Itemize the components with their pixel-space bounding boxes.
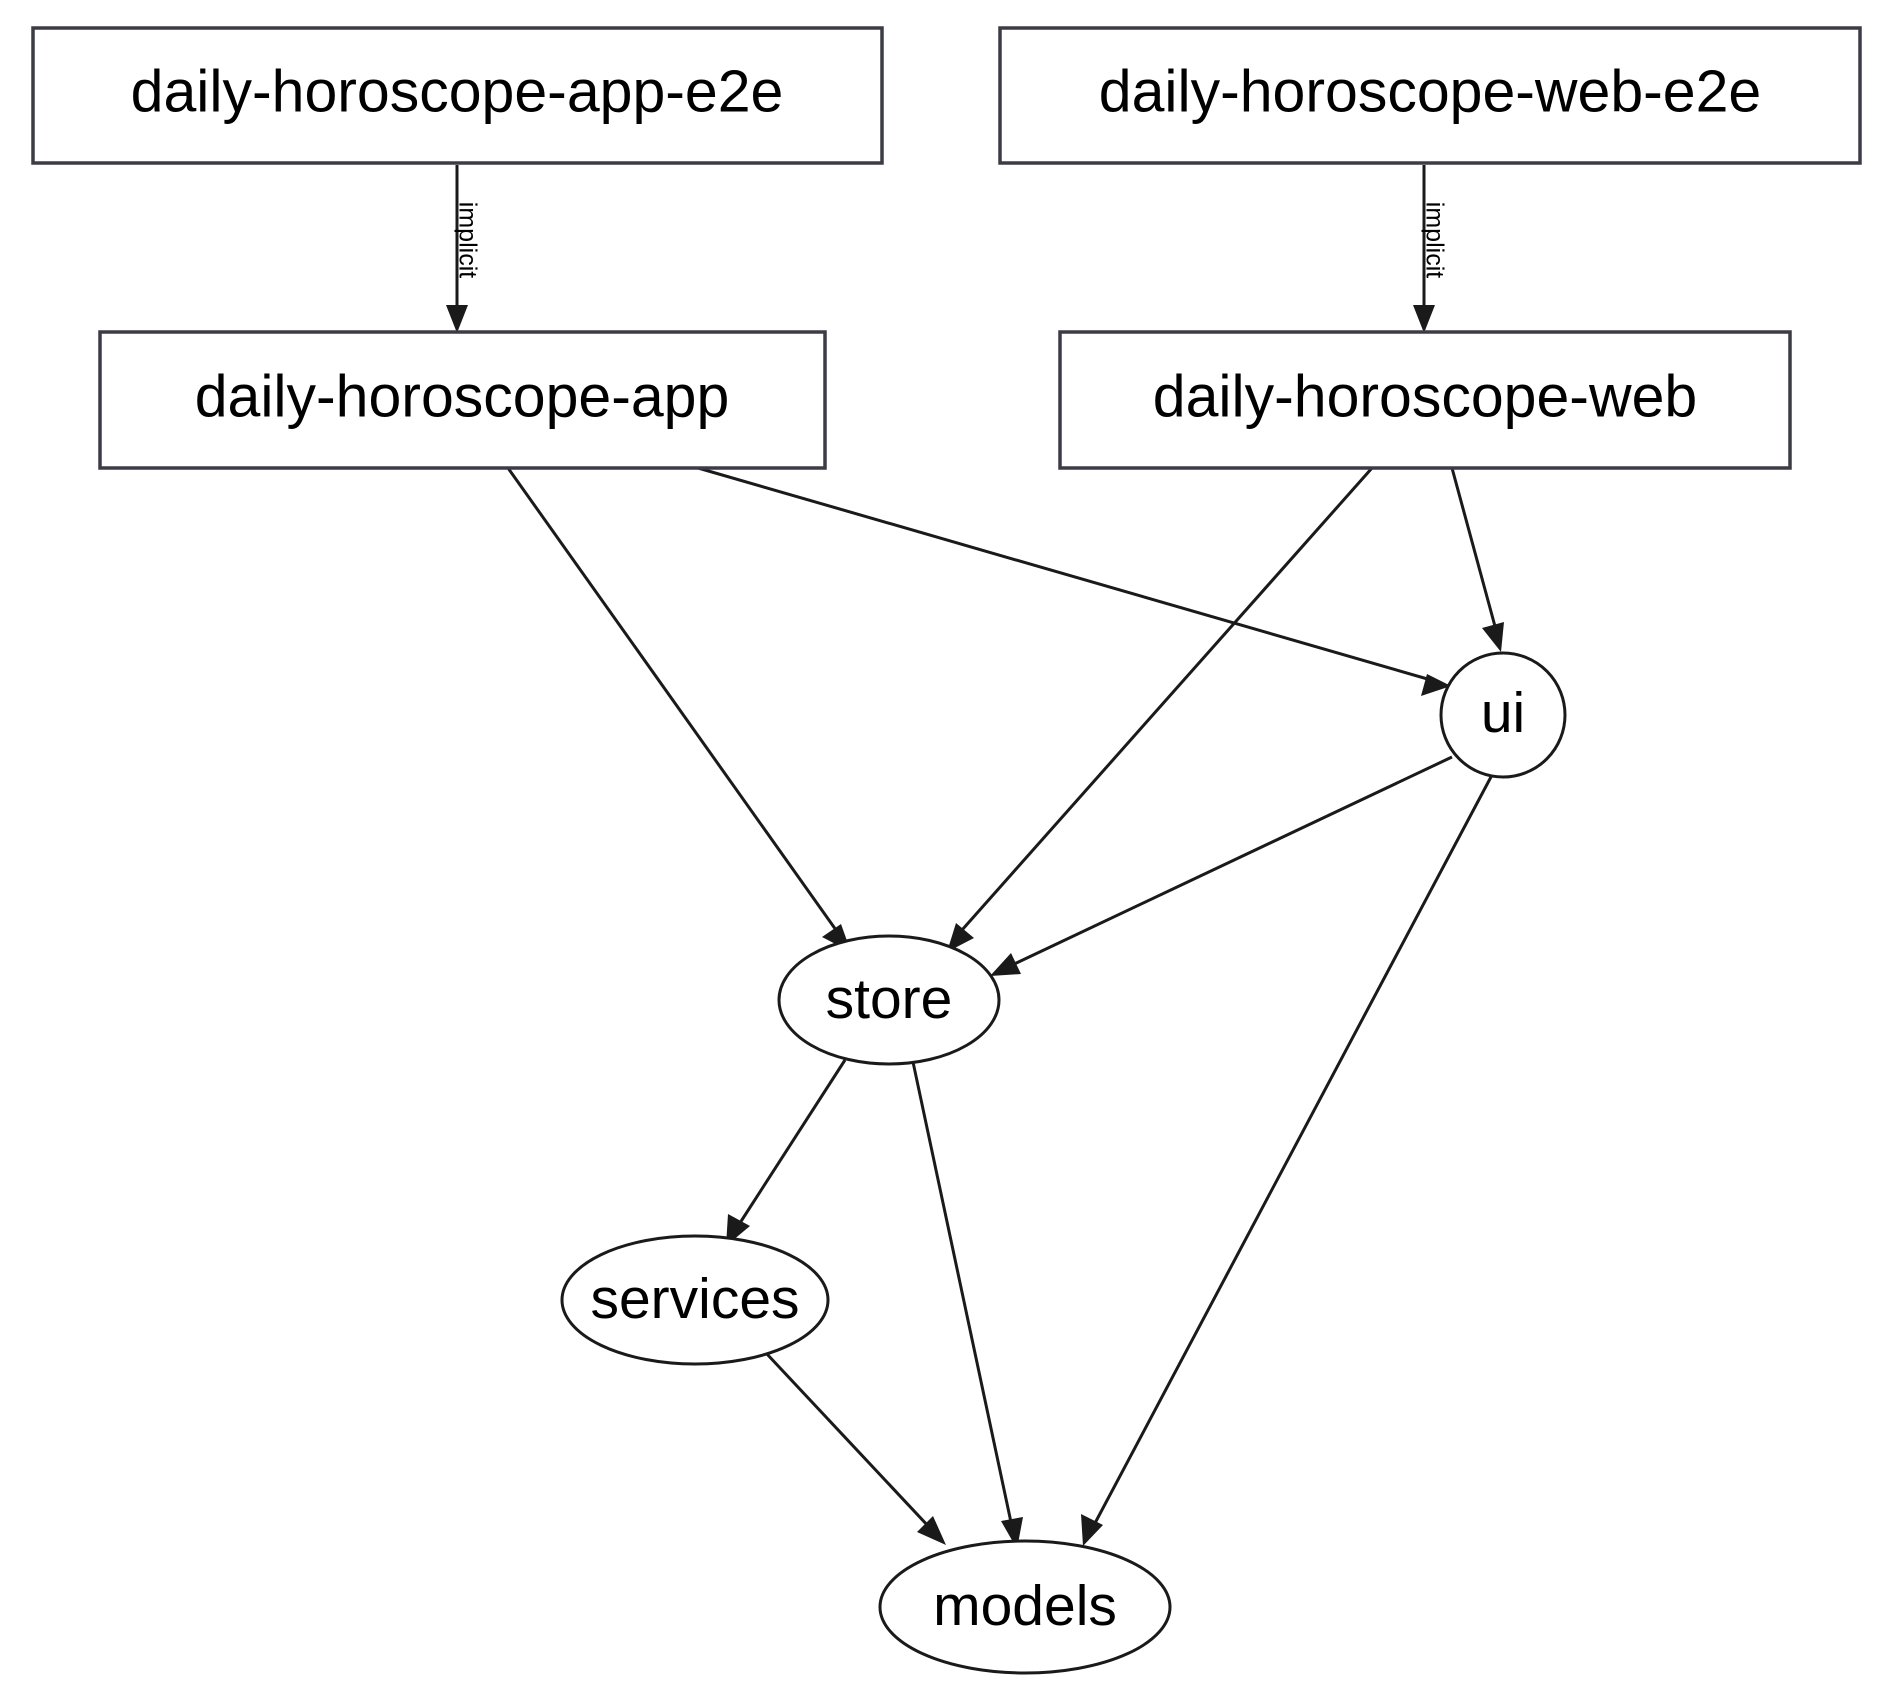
node-label: ui	[1481, 681, 1525, 745]
node-label: daily-horoscope-app	[195, 364, 730, 430]
edge-label-implicit-web: implicit	[1420, 202, 1448, 278]
arrowhead-icon	[1482, 622, 1504, 652]
node-shape-rect[interactable]	[1058, 330, 1792, 470]
edge-web-to-store	[947, 467, 1374, 952]
node-label: models	[933, 1574, 1117, 1638]
edge-services-to-models	[764, 1351, 946, 1545]
node-shape-ellipse[interactable]	[878, 1539, 1172, 1675]
edge-line	[911, 1061, 1014, 1528]
edge-app-to-ui	[697, 466, 1451, 696]
edge-line	[697, 466, 1432, 682]
node-services[interactable]: services	[560, 1234, 830, 1366]
node-daily-horoscope-app-e2e[interactable]: daily-horoscope-app-e2e	[31, 26, 884, 165]
arrowhead-icon	[1421, 674, 1451, 696]
edge-line	[1450, 467, 1498, 631]
node-shape-ellipse[interactable]	[560, 1234, 830, 1366]
edge-label-implicit-app: implicit	[453, 202, 481, 278]
node-ui[interactable]: ui	[1439, 651, 1567, 779]
arrowhead-icon	[917, 1516, 946, 1545]
edge-store-to-models	[911, 1061, 1023, 1549]
edge-line	[736, 1059, 847, 1227]
node-label: daily-horoscope-web	[1153, 364, 1697, 430]
node-models[interactable]: models	[878, 1539, 1172, 1675]
edge-web-e2e-to-web: implicit	[1413, 165, 1448, 333]
node-shape-rect[interactable]	[31, 26, 884, 165]
arrowhead-icon	[1413, 305, 1435, 333]
edge-web-to-ui	[1450, 467, 1504, 652]
node-label: store	[826, 967, 953, 1031]
arrowhead-icon	[446, 305, 468, 333]
edge-app-e2e-to-app: implicit	[446, 165, 481, 333]
node-daily-horoscope-web[interactable]: daily-horoscope-web	[1058, 330, 1792, 470]
node-shape-ellipse[interactable]	[777, 934, 1001, 1066]
node-store[interactable]: store	[777, 934, 1001, 1066]
arrowhead-icon	[990, 953, 1021, 976]
edge-ui-to-models	[1081, 774, 1494, 1546]
edge-ui-to-store	[990, 755, 1453, 976]
edge-app-to-store	[506, 467, 851, 952]
edge-line	[1009, 755, 1453, 968]
arrowhead-icon	[947, 923, 974, 952]
edge-store-to-services	[726, 1059, 847, 1246]
node-daily-horoscope-web-e2e[interactable]: daily-horoscope-web-e2e	[998, 26, 1862, 165]
node-daily-horoscope-app[interactable]: daily-horoscope-app	[98, 330, 827, 470]
edge-line	[764, 1351, 932, 1530]
node-shape-rect[interactable]	[98, 330, 827, 470]
edge-line	[960, 467, 1374, 931]
node-shape-rect[interactable]	[998, 26, 1862, 165]
arrowhead-icon	[1081, 1514, 1103, 1546]
edge-line	[506, 467, 838, 931]
edge-line	[1092, 774, 1494, 1526]
node-label: daily-horoscope-app-e2e	[131, 59, 784, 125]
node-label: services	[590, 1267, 799, 1331]
node-label: daily-horoscope-web-e2e	[1099, 59, 1761, 125]
node-shape-ellipse[interactable]	[1439, 651, 1567, 779]
